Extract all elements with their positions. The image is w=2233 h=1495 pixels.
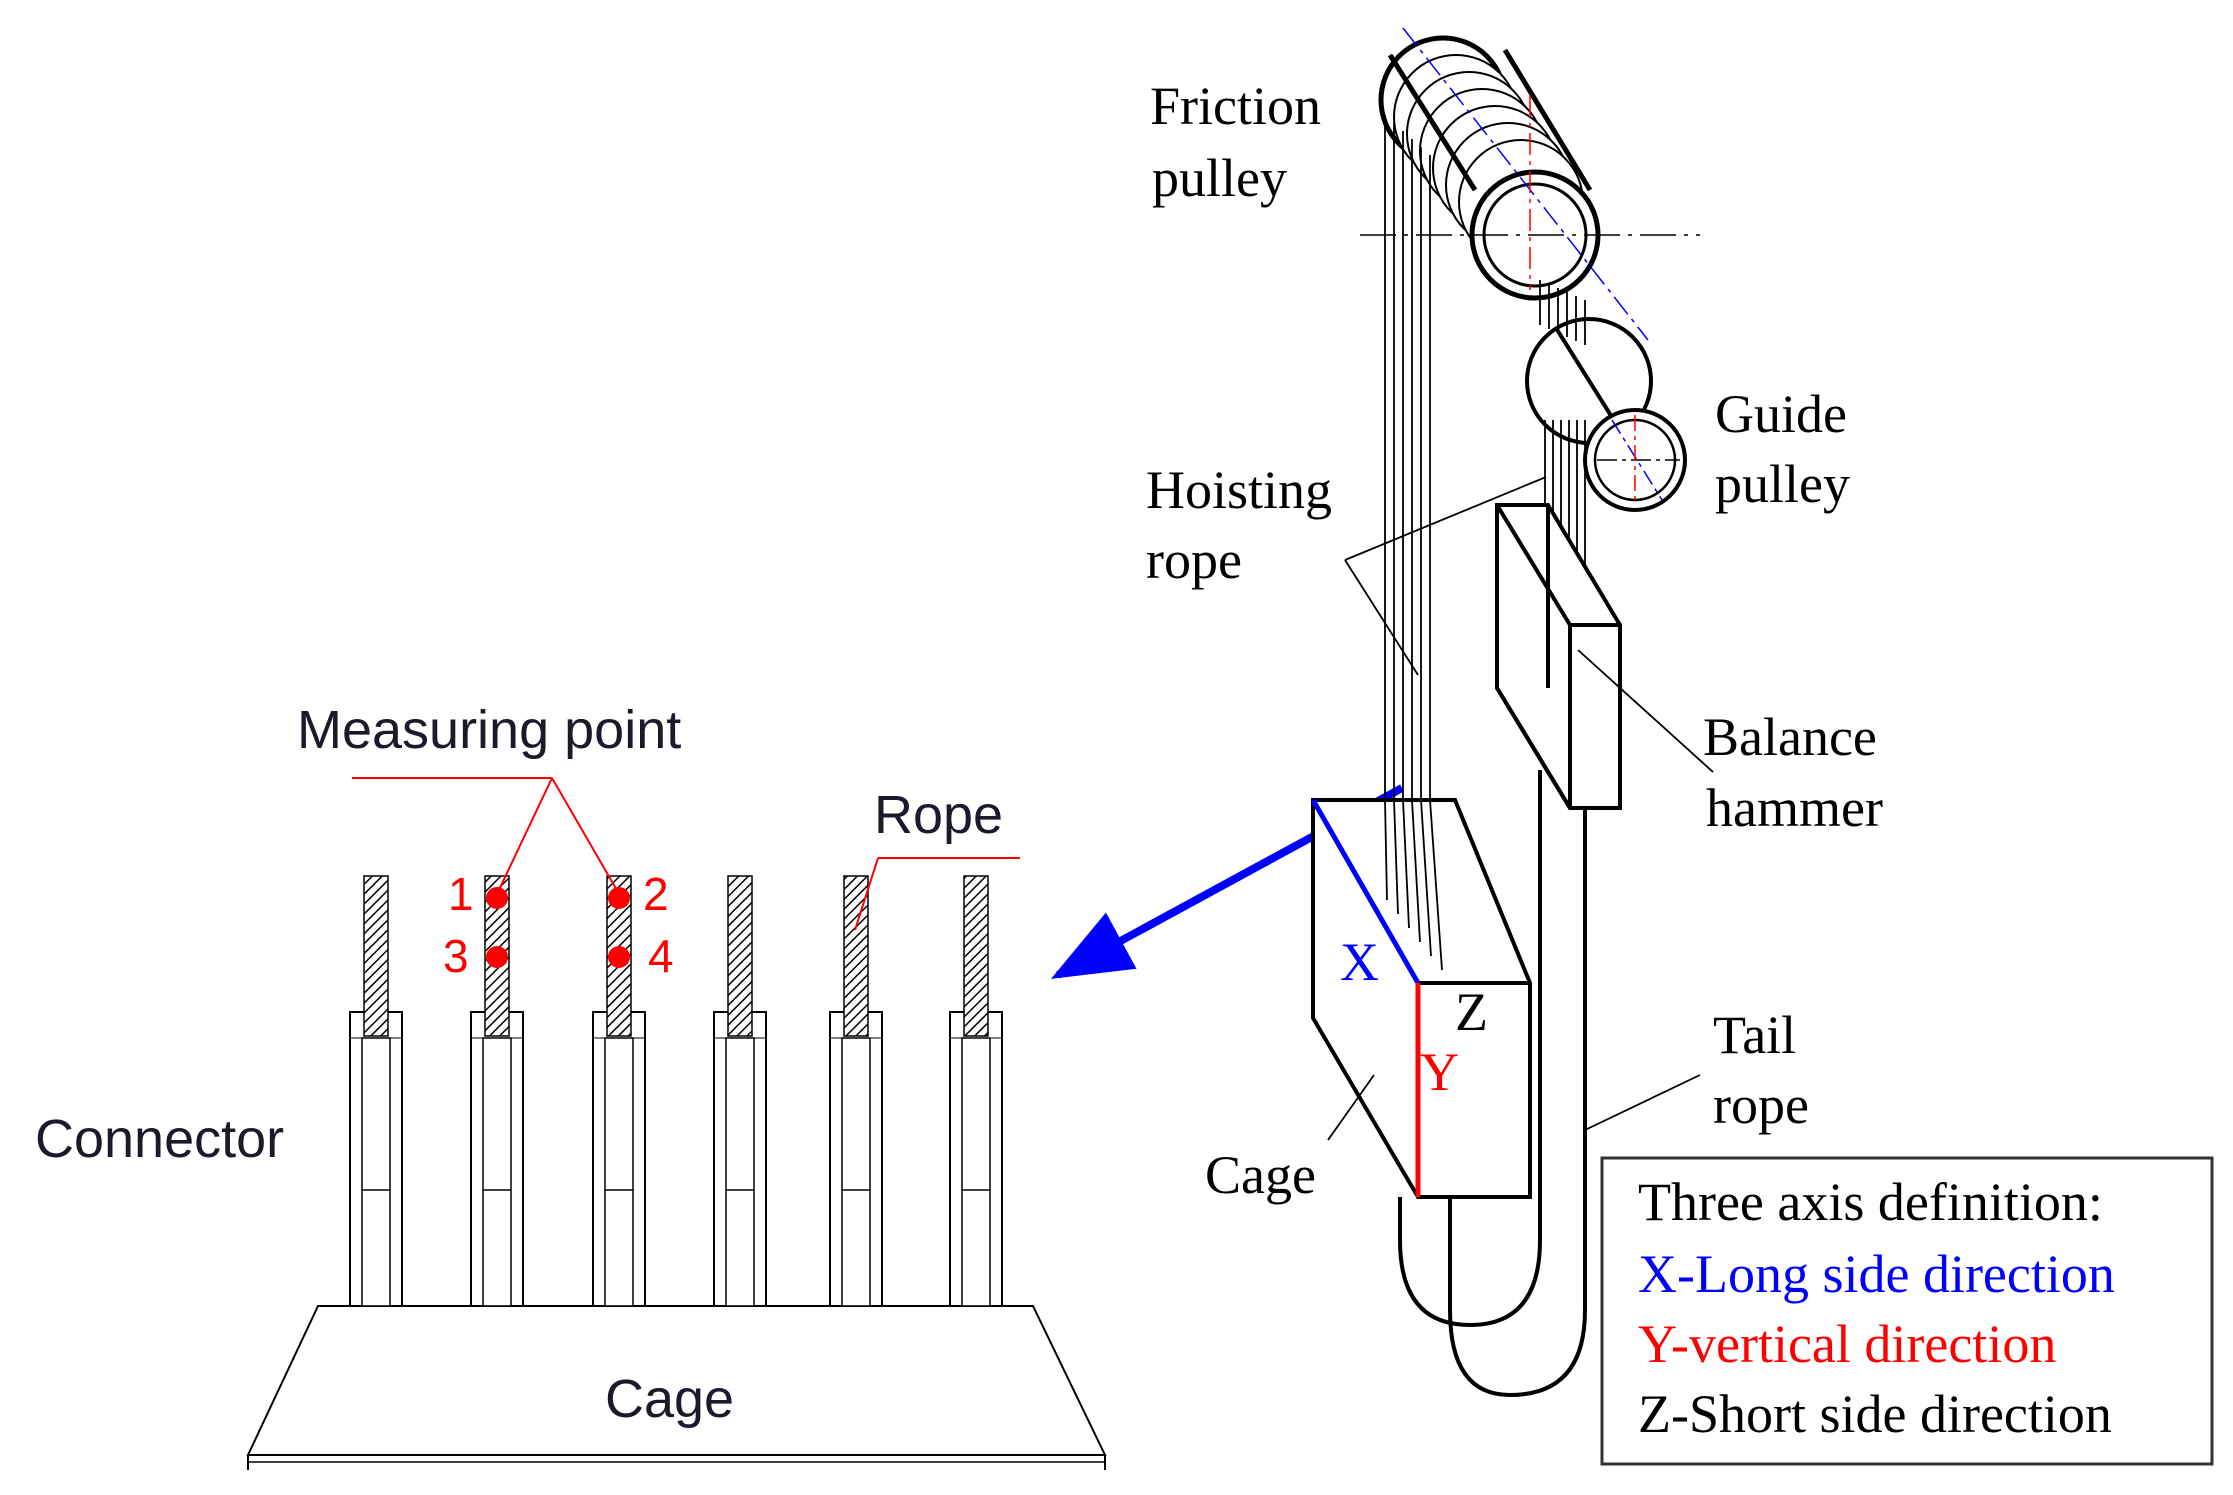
balance-hammer-label-line2: hammer [1706, 778, 1883, 838]
legend-title: Three axis definition: [1638, 1172, 2103, 1232]
x-axis-line [1310, 798, 1421, 985]
rope-leader [854, 857, 1020, 931]
balance-hammer [1495, 503, 1622, 810]
legend-x-item: X-Long side direction [1638, 1244, 2115, 1304]
measuring-point-4-dot [608, 946, 630, 968]
rope-1 [363, 875, 389, 1037]
connector-6 [949, 875, 1003, 1307]
connector-3 [592, 875, 646, 1307]
rope-label: Rope [874, 785, 1003, 845]
guide-pulley-label-line2: pulley [1715, 454, 1850, 514]
axis-z-label: Z [1455, 982, 1488, 1042]
connector-4 [713, 875, 767, 1307]
guide-pulley-label-line1: Guide [1715, 384, 1847, 444]
tail-ropes [1398, 770, 1587, 1398]
measuring-point-number-1: 1 [448, 868, 474, 920]
label-leaders [1327, 476, 1714, 1141]
legend-y-item: Y-vertical direction [1638, 1314, 2056, 1374]
connector-group [349, 875, 1003, 1307]
hoisting-ropes-front [1384, 799, 1443, 971]
guide-pulley [1525, 317, 1687, 512]
connector-detail: 1 2 3 4 Measuring point Rope Connector C… [35, 700, 1107, 1470]
rope-4 [727, 875, 753, 1037]
hoisting-ropes [1384, 115, 1431, 800]
cage-label: Cage [1205, 1145, 1316, 1205]
friction-pulley-label-line2: pulley [1152, 148, 1287, 208]
measuring-point-number-3: 3 [443, 930, 469, 982]
measuring-point-2-dot [608, 887, 630, 909]
connector-5 [829, 875, 883, 1307]
axis-legend: Three axis definition: X-Long side direc… [1600, 1156, 2214, 1466]
measuring-point-1-dot [486, 887, 508, 909]
connector-label: Connector [35, 1109, 284, 1169]
hoisting-rope-label-line2: rope [1146, 530, 1242, 590]
measuring-point-leader [352, 777, 619, 893]
hoist-system: Friction pulley Guide pulley Hoisting ro… [1146, 27, 1883, 1398]
measuring-point-3-dot [486, 946, 508, 968]
measuring-point-label: Measuring point [297, 700, 681, 760]
axis-x-label: X [1340, 932, 1379, 992]
legend-z-item: Z-Short side direction [1638, 1384, 2112, 1444]
friction-pulley-label-line1: Friction [1150, 76, 1321, 136]
hoisting-rope-label-line1: Hoisting [1146, 460, 1332, 520]
tail-rope-label-line1: Tail [1713, 1005, 1796, 1065]
friction-pulley [1360, 27, 1700, 341]
balance-hammer-label-line1: Balance [1703, 707, 1877, 767]
measuring-point-number-4: 4 [648, 930, 674, 982]
connector-1 [349, 875, 403, 1307]
tail-rope-label-line2: rope [1713, 1075, 1809, 1135]
cage-base-label: Cage [605, 1369, 734, 1429]
measuring-point-number-2: 2 [643, 868, 669, 920]
axis-y-label: Y [1420, 1042, 1459, 1102]
legend-box [1600, 1156, 2214, 1466]
rope-6 [963, 875, 989, 1037]
connector-2 [470, 875, 524, 1307]
